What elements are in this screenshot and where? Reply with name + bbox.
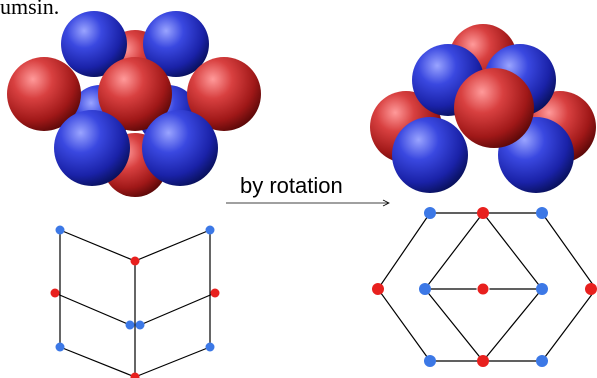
lattice-node-red [477,355,489,367]
lattice-node-red [130,372,140,378]
sphere-red [454,68,534,148]
lattice-before-rotation-nodes [50,225,220,378]
lattice-node-blue [205,342,215,352]
cluster-after-rotation [370,24,596,193]
sphere-red [98,57,172,131]
arrow-label: by rotation [240,173,343,198]
lattice-node-blue [135,320,145,330]
lattice-node-blue [424,355,436,367]
sphere-blue [142,110,218,186]
lattice-node-red [476,282,490,296]
sphere-red [187,57,261,131]
lattice-before-rotation [54,229,216,378]
lattice-node-red [585,283,597,295]
cluster-before-rotation [7,11,261,197]
sphere-blue [61,11,127,77]
sphere-red [7,57,81,131]
sphere-blue [143,11,209,77]
lattice-node-blue [125,320,135,330]
lattice-node-blue [55,342,65,352]
lattice-node-blue [55,225,65,235]
lattice-node-red [50,288,60,298]
lattice-node-blue [424,207,436,219]
lattice-after-rotation-nodes [372,207,597,367]
sphere-blue [54,110,130,186]
caption-fragment: umsin. [0,0,60,19]
rotation-arrow [226,199,390,207]
lattice-node-blue [419,283,431,295]
lattice-node-red [477,207,489,219]
lattice-node-blue [536,207,548,219]
sphere-blue [392,117,468,193]
lattice-node-blue [536,283,548,295]
lattice-node-red [210,288,220,298]
lattice-node-blue [205,225,215,235]
lattice-node-red [372,283,384,295]
lattice-node-red [130,256,140,266]
lattice-node-blue [536,355,548,367]
